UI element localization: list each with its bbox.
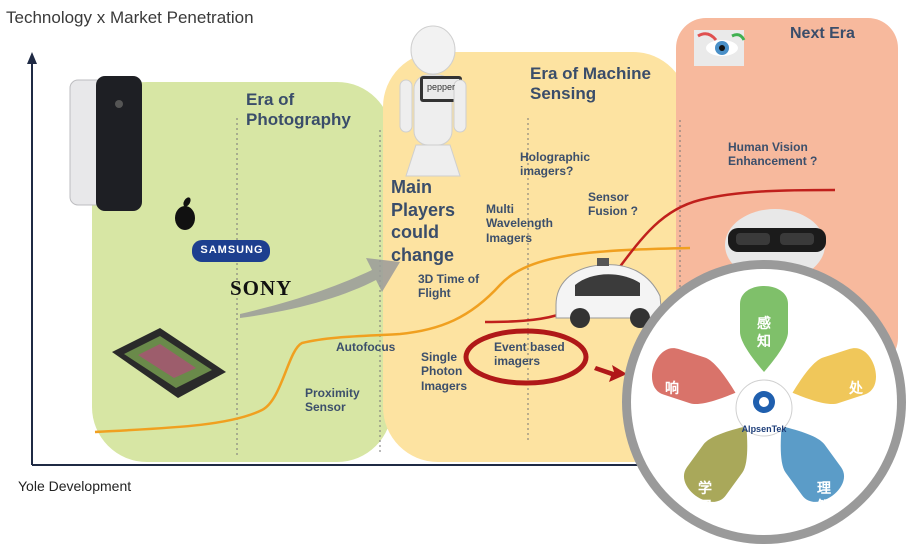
petal-understand-label: 理解: [817, 481, 831, 516]
pepper-robot-image: [399, 25, 467, 177]
petal-sense-label: 感知: [757, 316, 771, 351]
alpsentek-logo-text: AlpsenTek: [741, 424, 787, 434]
tof-label: 3D Time of Flight: [418, 272, 480, 301]
multi-wavelength-label: Multi Wavelength Imagers: [486, 202, 553, 245]
samsung-logo-bg: [192, 240, 270, 262]
y-axis-arrow: [27, 52, 37, 64]
highlight-arrow: [594, 365, 627, 382]
petal-learn-label: 学习: [698, 481, 712, 516]
autofocus-label: Autofocus: [336, 340, 396, 354]
colorful-eye-image: [694, 30, 746, 66]
apple-logo-icon: [175, 197, 195, 230]
petal-process: [792, 348, 876, 404]
iphone-image: [69, 76, 142, 211]
pepper-screen-text: pepper: [426, 82, 456, 92]
petal-respond: [652, 348, 736, 404]
samsung-logo: SAMSUNG: [200, 244, 264, 256]
sensor-fusion-label: Sensor Fusion ?: [588, 190, 638, 219]
human-vision-label: Human Vision Enhancement ?: [728, 140, 818, 169]
footer-source: Yole Development: [18, 478, 132, 494]
self-driving-car-image: [555, 258, 663, 328]
petal-respond-label: 响应: [665, 381, 679, 416]
petal-process-label: 处理: [849, 381, 863, 416]
orange-adoption-curve: [94, 246, 691, 434]
petal-sense: [740, 286, 788, 372]
single-photon-label: Single Photon Imagers: [421, 350, 468, 393]
era-machine-region: [383, 52, 688, 462]
chart-title: Technology x Market Penetration: [6, 8, 254, 27]
event-based-label: Event based imagers: [494, 340, 565, 369]
sony-logo: SONY: [230, 276, 293, 300]
event-based-highlight: [463, 328, 589, 386]
proximity-sensor-label: Proximity Sensor: [305, 386, 360, 415]
holographic-label: Holographic imagers?: [520, 150, 591, 179]
petal-learn: [684, 426, 748, 502]
alpsentek-cycle-wheel: [622, 260, 906, 544]
image-sensor-image: [112, 328, 226, 398]
era-photography-title: Era of Photography: [246, 90, 351, 130]
growth-arrow: [240, 258, 400, 318]
main-players-label: Main Players could change: [391, 177, 456, 265]
era-machine-sensing-title: Era of Machine Sensing: [530, 64, 651, 104]
petal-understand: [780, 426, 844, 502]
era-next-title: Next Era: [790, 25, 855, 42]
